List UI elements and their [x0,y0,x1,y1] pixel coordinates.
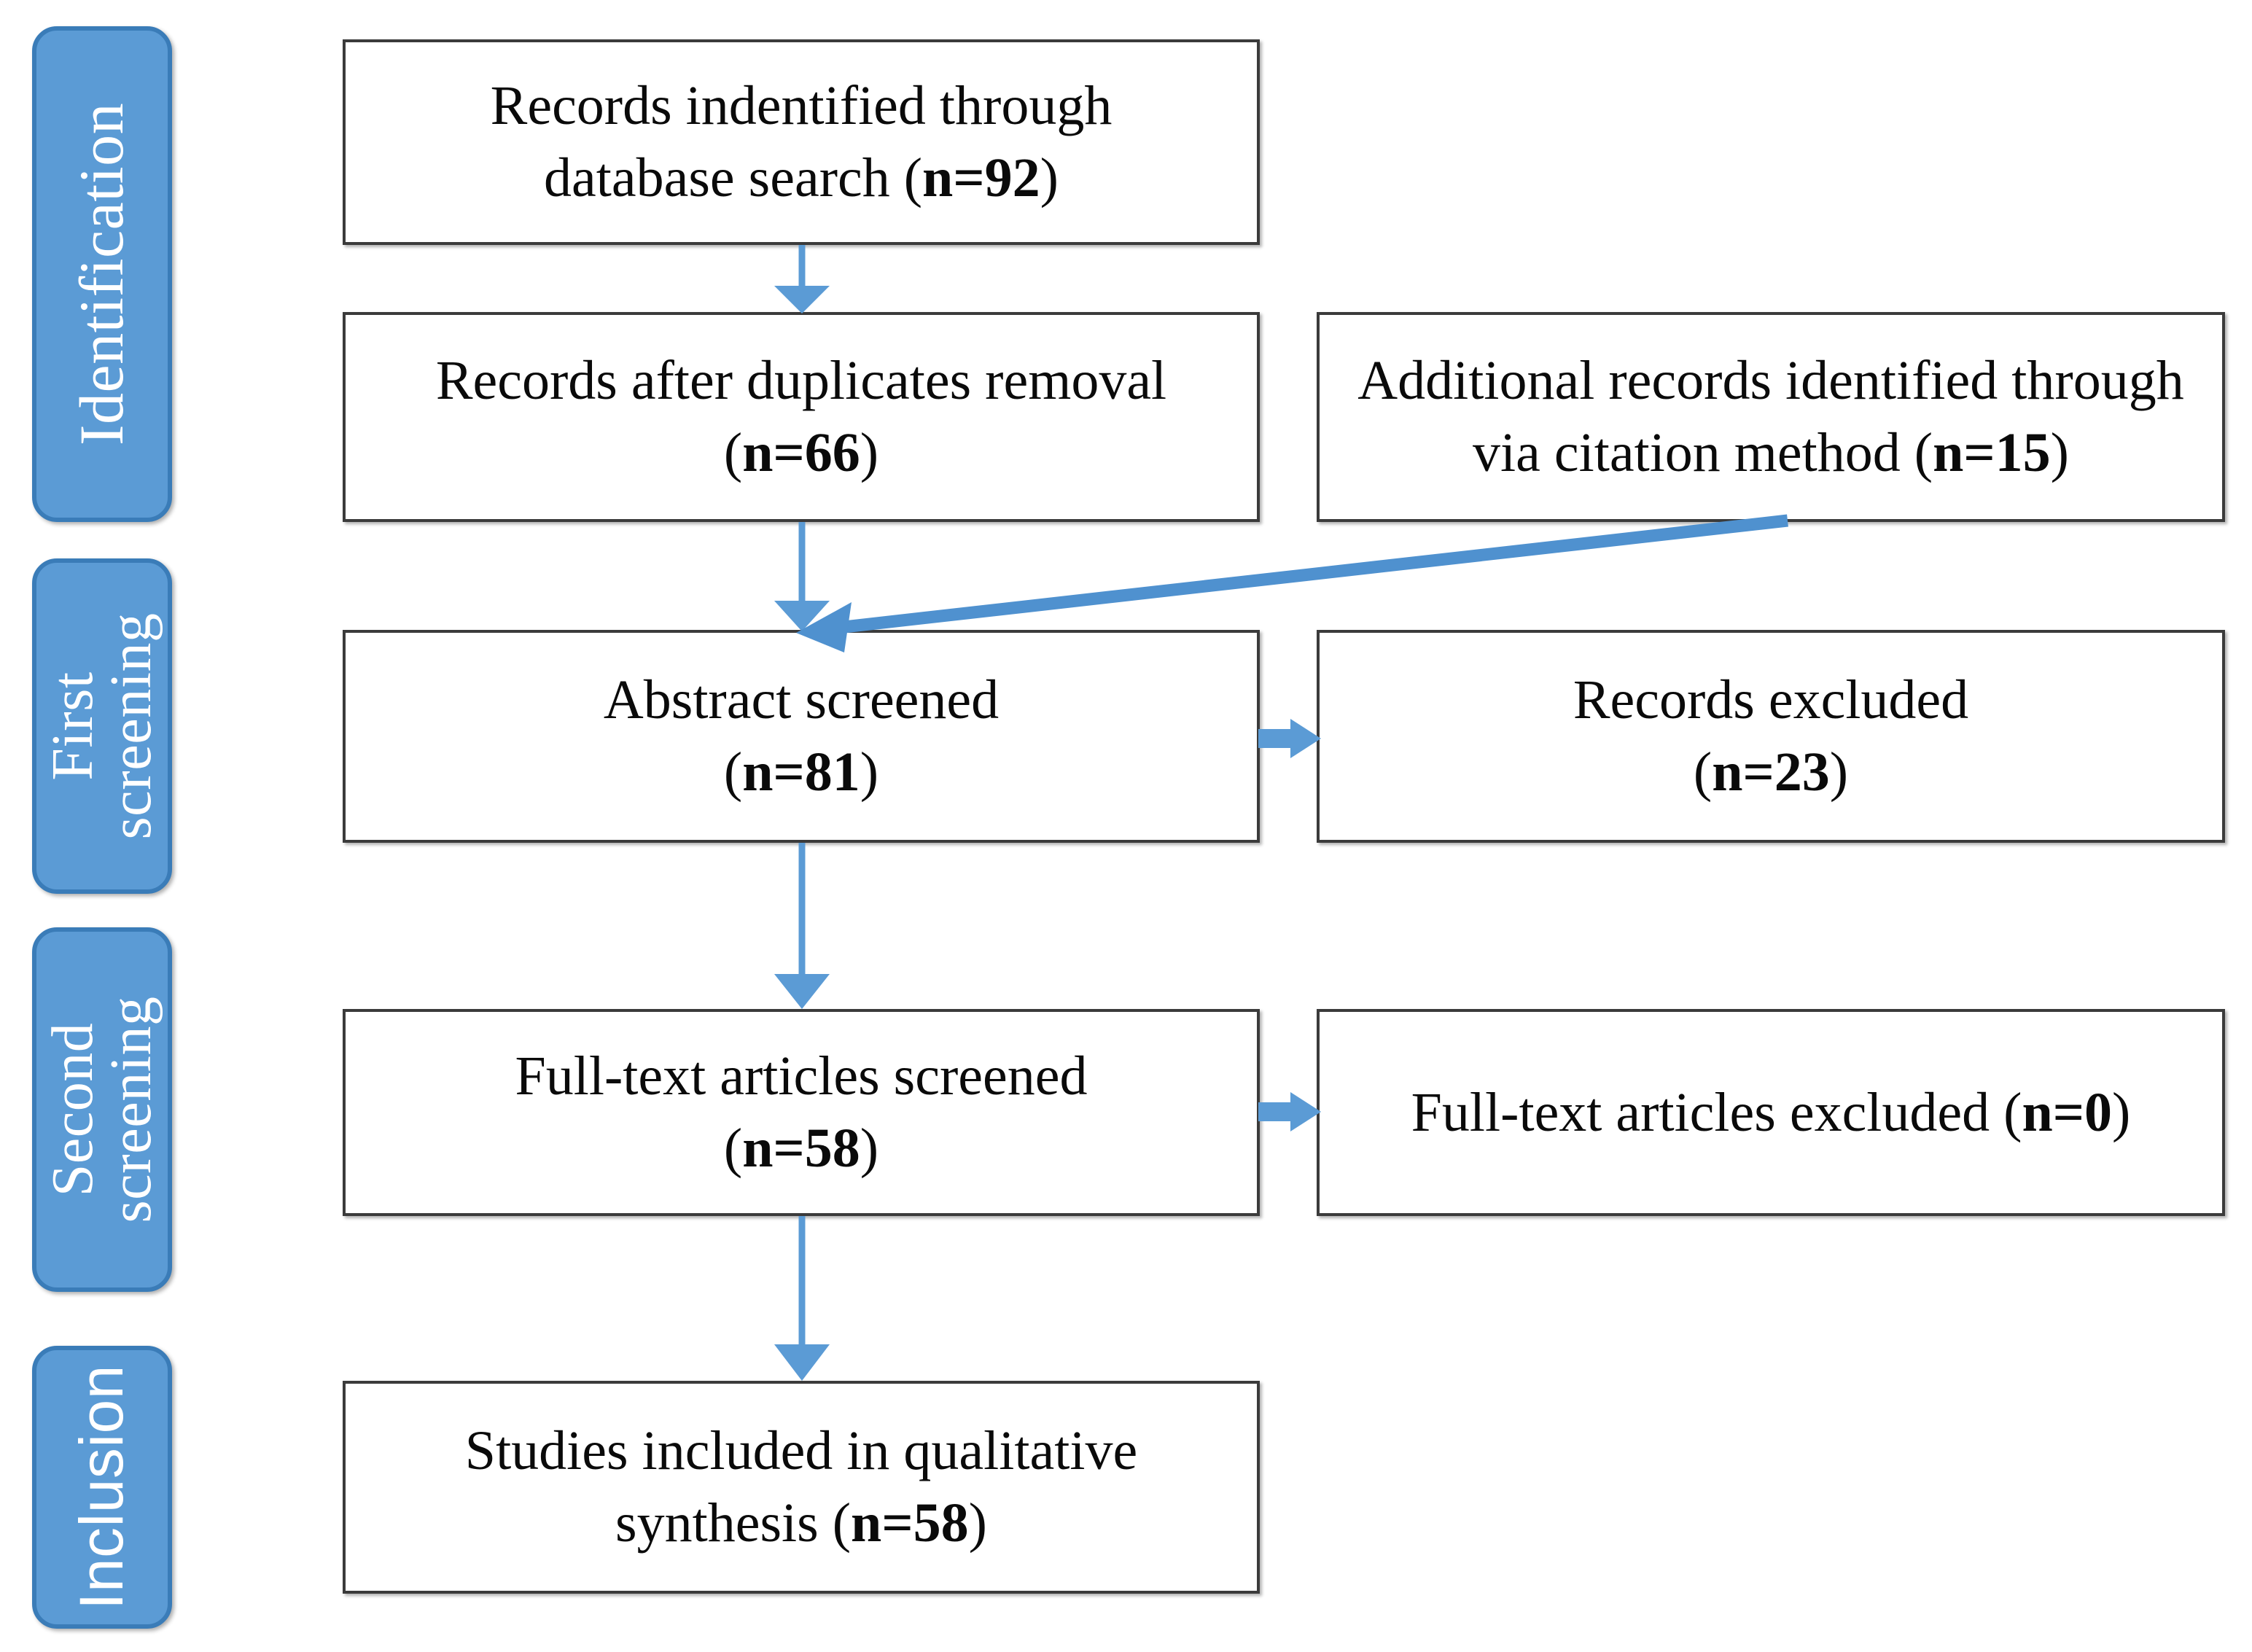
connector-fulltext-to-excluded [1258,1092,1321,1131]
connector-fulltext-to-included [774,1216,830,1381]
box-line-2-prefix: via citation method ( [1473,422,1933,483]
connector-duplicates-to-abstract [774,522,830,631]
box-line-1: Records after duplicates removal [435,350,1167,412]
stage-label-line: screening [99,996,163,1223]
box-line-2-count: n=58 [742,1118,860,1179]
stage-label-line: screening [99,612,163,840]
box-records-excluded-text: Records excluded (n=23) [1548,664,1993,809]
box-line-1-suffix: ) [2112,1081,2131,1143]
box-line-2-suffix: ) [968,1492,987,1554]
box-line-2-prefix: synthesis ( [615,1492,852,1554]
box-abstract-screened-text: Abstract screened (n=81) [579,664,1024,809]
stage-pill-inclusion[interactable]: Inclusion [32,1346,172,1629]
box-line-2-suffix: ) [860,422,879,483]
box-fulltext-screened[interactable]: Full-text articles screened (n=58) [343,1009,1260,1216]
connector-abstract-to-excluded [1258,719,1321,758]
box-line-1-count: n=0 [2022,1081,2113,1143]
box-line-1: Records excluded [1573,669,1969,731]
stage-label-line: First [41,671,105,781]
box-line-2-prefix: ( [1693,741,1713,803]
box-abstract-screened[interactable]: Abstract screened (n=81) [343,630,1260,843]
box-line-2-prefix: ( [723,741,743,803]
stage-label-line: Second [41,1022,105,1197]
box-line-1: Studies included in qualitative [464,1420,1138,1482]
box-line-2-prefix: ( [723,422,743,483]
stage-label-second-screening: Second screening [41,996,163,1223]
box-line-2-count: n=15 [1933,422,2051,483]
box-records-identified-text: Records indentified through database sea… [466,70,1137,214]
box-line-1: Full-text articles excluded ( [1411,1081,2022,1143]
box-line-2-suffix: ) [860,741,879,803]
box-line-2-suffix: ) [1829,741,1849,803]
box-line-2-suffix: ) [860,1118,879,1179]
box-line-2-count: n=81 [742,741,860,803]
stage-label-inclusion: Inclusion [67,1364,136,1610]
box-records-after-duplicates-text: Records after duplicates removal (n=66) [411,345,1191,489]
stage-label-first-screening: First screening [41,612,163,840]
box-studies-included-text: Studies included in qualitative synthesi… [440,1415,1162,1559]
box-records-identified[interactable]: Records indentified through database sea… [343,39,1260,245]
stage-label-identification: Identification [66,102,137,446]
box-line-2-suffix: ) [1040,147,1059,209]
box-line-2-prefix: ( [723,1118,743,1179]
stage-pill-second-screening[interactable]: Second screening [32,927,172,1292]
box-line-2-count: n=66 [742,422,860,483]
box-line-1: Abstract screened [603,669,1000,731]
box-fulltext-excluded-text: Full-text articles excluded (n=0) [1387,1077,2156,1149]
box-records-excluded[interactable]: Records excluded (n=23) [1317,630,2225,843]
stage-pill-first-screening[interactable]: First screening [32,558,172,894]
box-line-2-suffix: ) [2050,422,2069,483]
box-fulltext-screened-text: Full-text articles screened (n=58) [490,1040,1112,1185]
box-fulltext-excluded[interactable]: Full-text articles excluded (n=0) [1317,1009,2225,1216]
box-line-2-prefix: database search ( [544,147,923,209]
box-records-after-duplicates[interactable]: Records after duplicates removal (n=66) [343,312,1260,522]
connector-identified-to-duplicates [774,245,830,313]
box-studies-included[interactable]: Studies included in qualitative synthesi… [343,1381,1260,1594]
box-line-2-count: n=23 [1712,741,1830,803]
stage-label-line: Inclusion [67,1364,136,1610]
box-line-1: Full-text articles screened [515,1045,1088,1107]
box-line-1: Additional records identified through [1357,350,2184,412]
stage-pill-identification[interactable]: Identification [32,26,172,522]
box-additional-records-text: Additional records identified through vi… [1333,345,2208,489]
box-line-2-count: n=92 [922,147,1040,209]
stage-label-line: Identification [66,102,137,446]
connector-abstract-to-fulltext [774,843,830,1009]
box-line-1: Records indentified through [490,75,1113,137]
box-line-2-count: n=58 [851,1492,969,1554]
box-additional-records[interactable]: Additional records identified through vi… [1317,312,2225,522]
